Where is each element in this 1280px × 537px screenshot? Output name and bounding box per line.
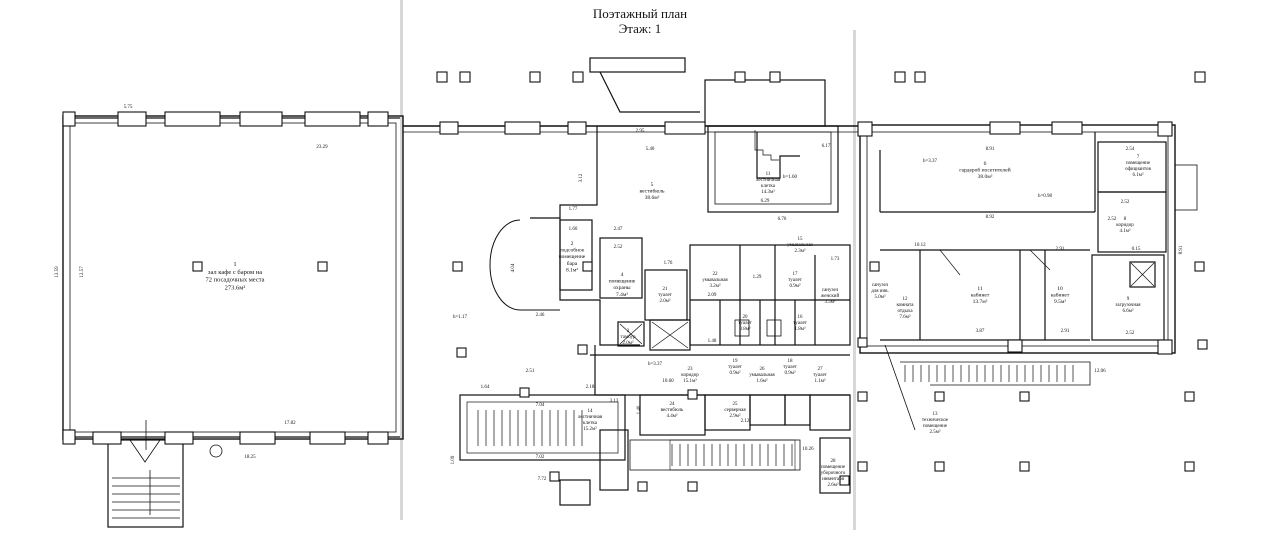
dimension-label-d25: 12.06 bbox=[1094, 369, 1106, 374]
windows bbox=[62, 71, 1208, 492]
dimension-label-d49: 1.73 bbox=[831, 257, 840, 262]
dimension-label-d7: 2.95 bbox=[636, 129, 645, 134]
dimension-label-d24: 2.52 bbox=[1126, 331, 1135, 336]
dimension-label-d11: 6.76 bbox=[778, 217, 787, 222]
dimension-label-d12: 8.91 bbox=[986, 147, 995, 152]
dimension-label-d35: 3.13 bbox=[610, 399, 619, 404]
dimension-label-d39: 1.77 bbox=[569, 207, 578, 212]
dimension-label-d10: 6.29 bbox=[761, 199, 770, 204]
dimension-label-d52: 2.09 bbox=[708, 293, 717, 298]
sheet-right-edge bbox=[853, 30, 856, 530]
dimension-label-d19: 8.91 bbox=[1179, 245, 1184, 254]
dimension-label-d13: h=3.37 bbox=[923, 159, 938, 164]
dimension-label-d27: 10.60 bbox=[662, 379, 674, 384]
dimension-label-d31: 7.04 bbox=[536, 403, 545, 408]
dimension-label-d6: 18.25 bbox=[244, 455, 256, 460]
dimension-label-d51: 4.04 bbox=[511, 263, 516, 272]
dimension-label-d20: 10.12 bbox=[914, 243, 926, 248]
floor-label: Этаж: 1 bbox=[618, 21, 662, 36]
dimension-label-d37: 2.12 bbox=[741, 419, 750, 424]
dimension-label-d21: 2.91 bbox=[1056, 247, 1065, 252]
dimension-label-d18: 2.52 bbox=[1108, 217, 1117, 222]
dimension-label-d43: h=1.60 bbox=[783, 175, 798, 180]
dimension-label-d26: h=3.37 bbox=[648, 362, 663, 367]
dimension-label-d29: 2.18 bbox=[586, 385, 595, 390]
dimension-label-d44: 2.46 bbox=[536, 313, 545, 318]
dimension-label-d38: 10.26 bbox=[802, 447, 814, 452]
dimension-label-d34: 1.09 bbox=[451, 455, 456, 464]
dimension-label-d30: 1.64 bbox=[481, 385, 490, 390]
dimension-label-d3: 13.59 bbox=[55, 266, 60, 278]
dimension-label-d9: 6.17 bbox=[822, 144, 831, 149]
dimension-label-d53: 0.15 bbox=[1132, 247, 1141, 252]
stair-hatching bbox=[477, 365, 1074, 466]
dimension-label-d5: 17.82 bbox=[284, 421, 296, 426]
dimension-label-d17: 2.52 bbox=[1121, 200, 1130, 205]
dimension-label-d45: h=1.17 bbox=[453, 315, 468, 320]
dimension-label-d48: 1.29 bbox=[753, 275, 762, 280]
dimension-label-d8: 5.40 bbox=[646, 147, 655, 152]
sheet-left-edge bbox=[400, 0, 403, 520]
dimension-label-d33: 7.72 bbox=[538, 477, 547, 482]
dimension-label-d46: 1.76 bbox=[664, 261, 673, 266]
dimension-labels: 5.75 23.29 13.59 12.57 17.82 18.25 2.95 5.40 6.1… bbox=[55, 105, 1184, 482]
dimension-label-d1: 5.75 bbox=[124, 105, 133, 110]
dimension-label-d16: 2.54 bbox=[1126, 147, 1135, 152]
dimension-label-d4: 12.57 bbox=[80, 266, 85, 278]
dimension-label-d47: 3.12 bbox=[579, 173, 584, 182]
dimension-label-d42: 2.52 bbox=[614, 245, 623, 250]
dimension-label-d28: 2.51 bbox=[526, 369, 535, 374]
dimension-label-d40: 1.60 bbox=[569, 227, 578, 232]
dimension-label-d50: 1.48 bbox=[708, 339, 717, 344]
dimension-label-d15: h=0.98 bbox=[1038, 194, 1053, 199]
dimension-label-d14: 8.92 bbox=[986, 215, 995, 220]
walls bbox=[62, 57, 1198, 528]
dimension-label-d23: 2.91 bbox=[1061, 329, 1070, 334]
plan-title: Поэтажный план bbox=[592, 6, 688, 21]
dimension-label-d36: 1.40 bbox=[637, 405, 642, 414]
dimension-label-d2: 23.29 bbox=[316, 145, 328, 150]
dimension-label-d41: 2.47 bbox=[614, 227, 623, 232]
dimension-label-d22: 3.87 bbox=[976, 329, 985, 334]
dimension-label-d32: 7.02 bbox=[536, 455, 545, 460]
